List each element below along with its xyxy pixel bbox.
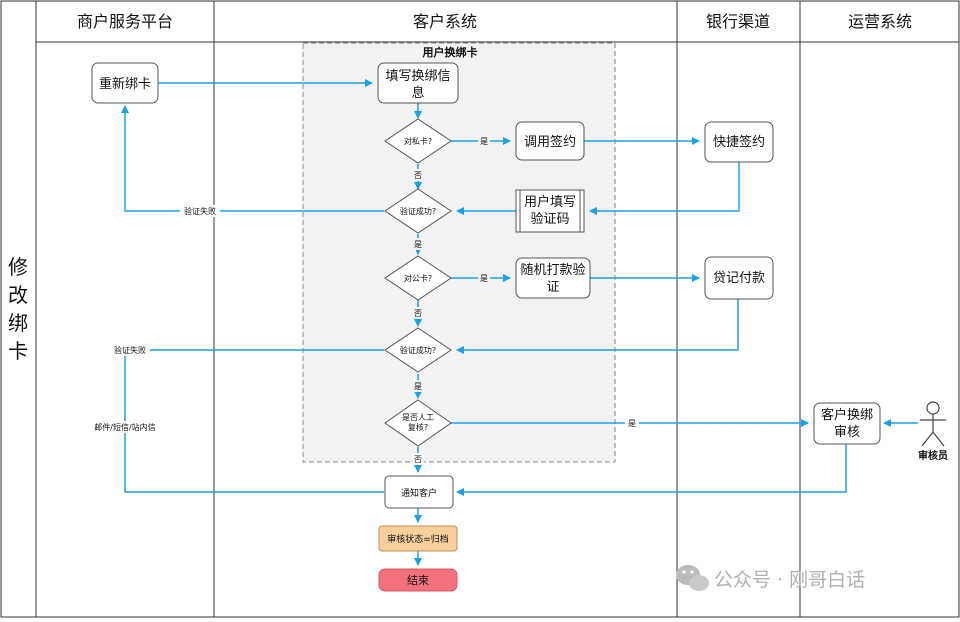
- group-title: 用户换绑卡: [423, 45, 478, 59]
- watermark: 公众号 · 刚哥白话: [676, 565, 865, 591]
- edge-label-yes: 是: [480, 274, 488, 283]
- node-label: 客户换绑审核: [821, 407, 873, 440]
- row-label-char: 卡: [8, 339, 28, 363]
- node-label: 调用签约: [524, 134, 576, 150]
- edge-label-fail: 验证失败: [114, 345, 146, 355]
- edge-label-mail: 邮件/短信/站内信: [94, 422, 155, 432]
- node-call-sign: 调用签约: [515, 121, 585, 161]
- actor-head-icon: [926, 401, 940, 415]
- node-random-pay: 随机打款验证: [515, 257, 591, 299]
- node-rebind: 重新绑卡: [91, 62, 159, 104]
- row-label-char: 改: [8, 283, 28, 307]
- decision-public: 对公卡?: [384, 255, 452, 301]
- wechat-icon: [676, 565, 709, 591]
- node-label: 对公卡?: [404, 273, 432, 283]
- node-quick-sign: 快捷签约: [704, 121, 774, 163]
- edge-label-fail: 验证失败: [184, 206, 216, 216]
- lane-header-customer: 客户系统: [413, 12, 477, 31]
- node-archive: 审核状态=归档: [378, 525, 458, 552]
- node-label: 重新绑卡: [99, 76, 151, 92]
- node-label: 快捷签约: [713, 134, 765, 150]
- lane-header-bank: 银行渠道: [706, 12, 770, 31]
- edge-loan-verify2: [456, 299, 739, 354]
- node-label: 审核状态=归档: [387, 533, 449, 545]
- node-label: 验证成功?: [400, 345, 436, 355]
- node-review: 客户换绑审核: [813, 402, 881, 445]
- decision-verify2: 验证成功?: [384, 327, 452, 373]
- decision-verify1: 验证成功?: [384, 188, 452, 234]
- decision-private: 对私卡?: [384, 118, 452, 164]
- row-label-char: 修: [8, 255, 28, 279]
- edge-label-no: 否: [414, 171, 422, 180]
- group-container: [302, 42, 616, 463]
- node-label: 填写换绑信息: [385, 69, 450, 101]
- node-fill-info: 填写换绑信息: [377, 62, 459, 104]
- actor-reviewer: [920, 401, 946, 447]
- edge-label-no: 否: [414, 455, 422, 464]
- node-label: 贷记付款: [713, 271, 765, 286]
- row-label-char: 绑: [8, 311, 28, 335]
- edge-verify1-fail: [121, 105, 384, 212]
- lane-header-merchant: 商户服务平台: [77, 12, 173, 31]
- edge-label-no: 否: [414, 309, 422, 318]
- node-label: 验证成功?: [400, 206, 436, 216]
- edge-notify-merchant: [124, 350, 384, 493]
- node-loan-pay: 贷记付款: [704, 256, 774, 300]
- node-label: 通知客户: [401, 487, 437, 499]
- node-label: 随机打款验证: [520, 262, 585, 295]
- edge-quick-code: [589, 162, 740, 215]
- node-notify: 通知客户: [384, 475, 454, 509]
- watermark-text: 公众号 · 刚哥白话: [714, 569, 865, 591]
- decision-manual: 是否人工复核?: [384, 399, 452, 447]
- edge-label-yes: 是: [628, 419, 636, 428]
- edge-review-notify: [456, 444, 847, 496]
- edge-label-yes: 是: [480, 137, 488, 146]
- node-label: 用户填写验证码: [524, 194, 576, 227]
- row-label: 修 改 绑 卡: [8, 255, 28, 363]
- actor-label: 审核员: [918, 449, 948, 462]
- node-label: 结束: [407, 574, 429, 587]
- edge-label-yes: 是: [414, 382, 422, 391]
- lane-header-ops: 运营系统: [848, 12, 912, 31]
- node-user-code: 用户填写验证码: [515, 189, 585, 233]
- node-label: 是否人工复核?: [402, 413, 434, 432]
- node-end: 结束: [378, 568, 458, 592]
- edge-label-yes: 是: [414, 240, 422, 249]
- node-label: 对私卡?: [404, 136, 432, 146]
